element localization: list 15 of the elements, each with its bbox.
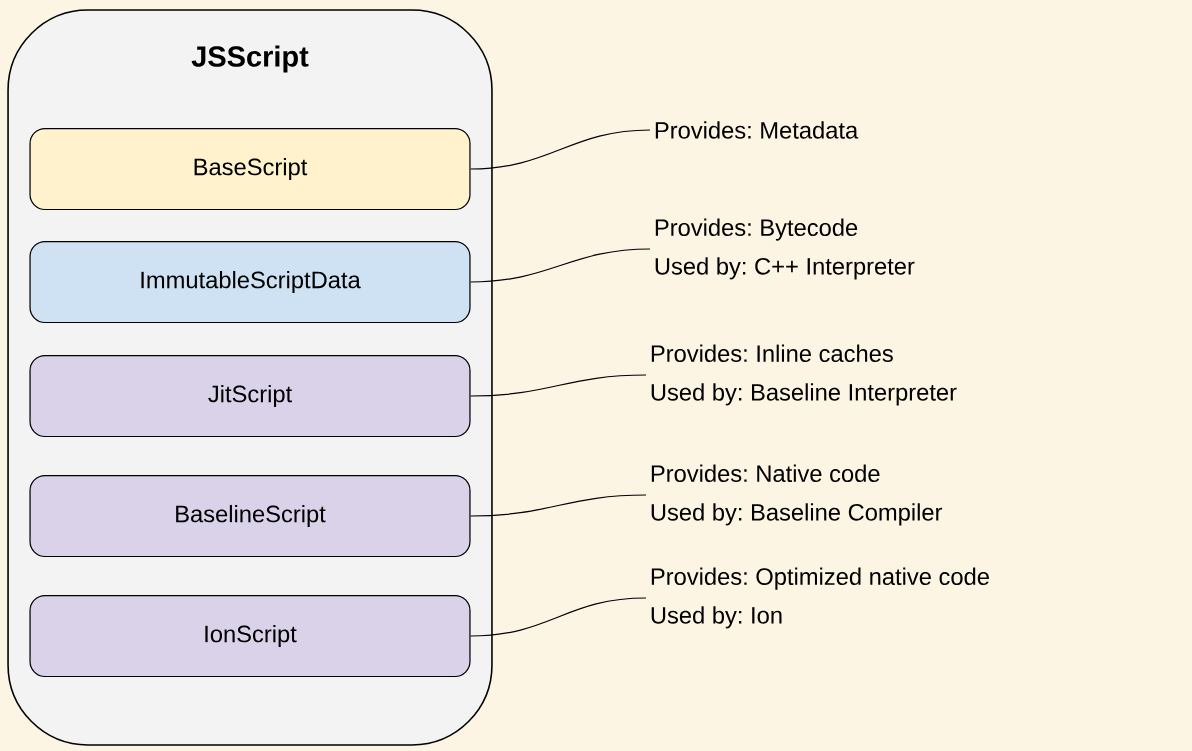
annotation-text: Provides: Bytecode Used by: C++ Interpreter xyxy=(655,218,915,280)
leader-line xyxy=(469,494,647,517)
component-box: BaselineScript xyxy=(29,474,471,558)
annotation-text: Provides: Inline caches Used by: Baseline Interpreter xyxy=(651,344,957,406)
annotation-text: Provides: Optimized native code Used by: Ion xyxy=(651,567,989,629)
leader-line xyxy=(469,129,651,170)
component-box: IonScript xyxy=(29,594,471,678)
leader-line xyxy=(469,597,647,637)
leader-line xyxy=(469,248,651,283)
leader-line xyxy=(469,374,647,397)
component-box: BaseScript xyxy=(29,127,471,211)
annotation-text: Provides: Native code Used by: Baseline Compiler xyxy=(651,464,943,526)
component-box: ImmutableScriptData xyxy=(29,240,471,324)
component-box: JitScript xyxy=(29,354,471,438)
annotation-text: Provides: Metadata xyxy=(655,121,859,139)
